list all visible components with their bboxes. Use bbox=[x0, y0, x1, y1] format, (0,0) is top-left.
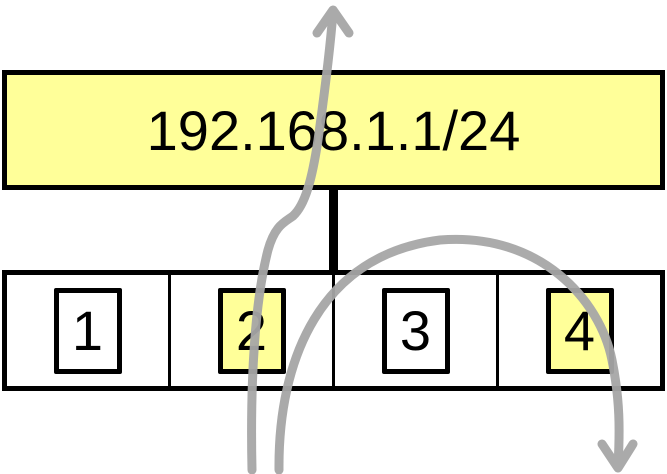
port-cell-2: 2 bbox=[168, 275, 332, 386]
network-box: 192.168.1.1/24 bbox=[2, 70, 665, 190]
port-1: 1 bbox=[53, 287, 122, 374]
port-cell-1: 1 bbox=[7, 275, 168, 386]
port-2: 2 bbox=[217, 287, 286, 374]
port-4: 4 bbox=[545, 287, 614, 374]
port-cell-3: 3 bbox=[332, 275, 496, 386]
port-3: 3 bbox=[381, 287, 450, 374]
port-cell-4: 4 bbox=[496, 275, 660, 386]
port-number: 1 bbox=[71, 299, 104, 362]
uplink-connector-line bbox=[329, 189, 338, 272]
downlink-arrowhead-icon bbox=[597, 439, 638, 473]
port-number: 3 bbox=[399, 299, 432, 362]
port-number: 4 bbox=[563, 299, 596, 362]
uplink-arrowhead-icon bbox=[312, 5, 354, 38]
port-strip: 1 2 3 4 bbox=[2, 270, 665, 391]
port-number: 2 bbox=[235, 299, 268, 362]
network-label: 192.168.1.1/24 bbox=[146, 98, 521, 162]
